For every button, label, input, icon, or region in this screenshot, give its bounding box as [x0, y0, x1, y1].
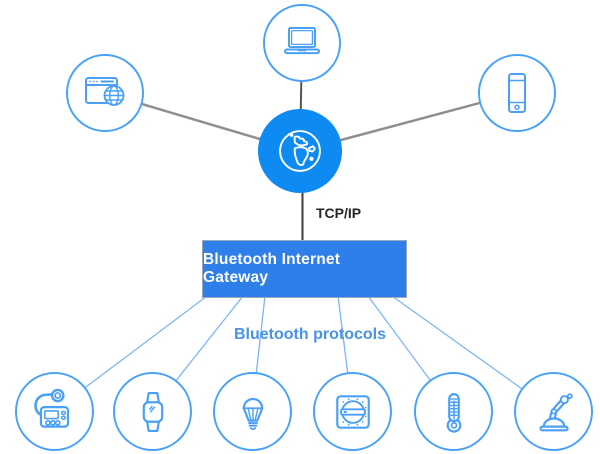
node-robot-arm: [514, 372, 593, 451]
tcp-ip-label: TCP/IP: [316, 205, 362, 221]
node-laptop: [263, 4, 341, 82]
node-thermometer: [414, 372, 493, 451]
node-smartwatch: [113, 372, 192, 451]
internet-globe-icon: [279, 130, 321, 172]
node-blood-pressure-monitor: [15, 372, 94, 451]
node-web-browser: [66, 54, 144, 132]
gateway-box: Bluetooth Internet Gateway: [202, 240, 407, 298]
web-browser-globe-icon: [85, 77, 125, 106]
bluetooth-protocols-label: Bluetooth protocols: [234, 326, 386, 343]
thermometer-icon: [446, 392, 461, 433]
node-smartphone: [478, 54, 556, 132]
gateway-label: Bluetooth Internet Gateway: [203, 251, 341, 286]
robot-arm-icon: [538, 392, 573, 431]
laptop-icon: [284, 27, 320, 55]
led-bulb-icon: [242, 397, 263, 430]
rotary-switch-icon: [335, 394, 370, 429]
node-rotary-switch: [313, 372, 392, 451]
smartphone-icon: [508, 73, 526, 113]
node-internet-hub: [258, 109, 342, 193]
node-led-bulb: [213, 372, 292, 451]
smartwatch-icon: [142, 391, 163, 432]
blood-pressure-monitor-icon: [33, 388, 69, 428]
